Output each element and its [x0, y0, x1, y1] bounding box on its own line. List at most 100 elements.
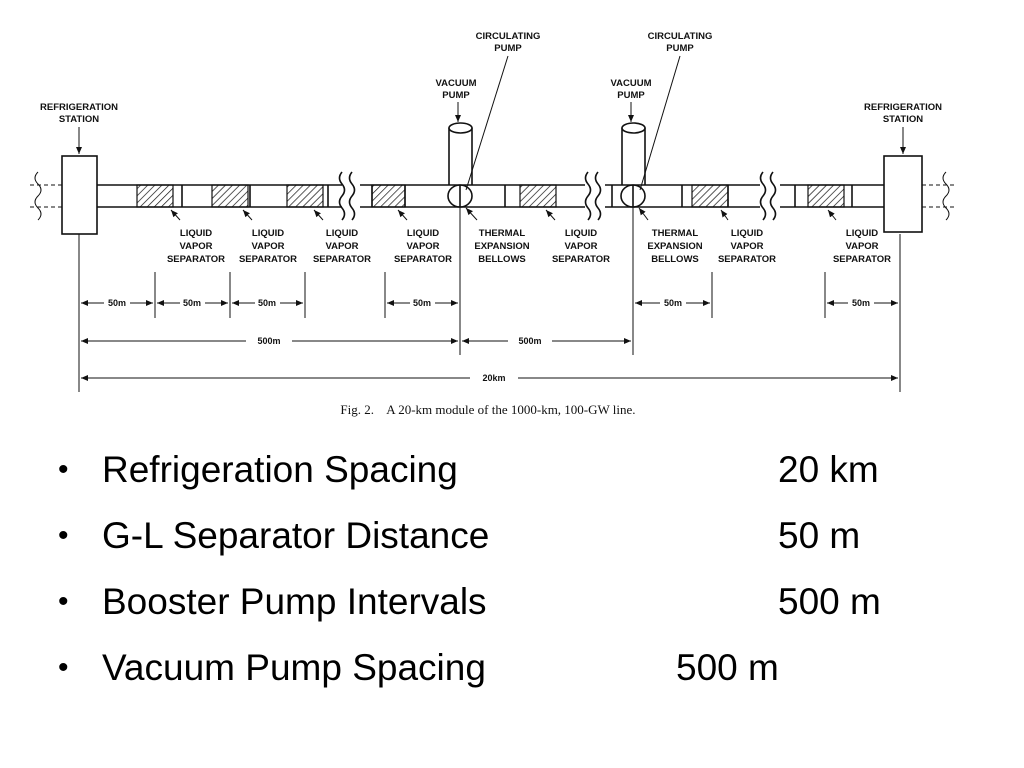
bellows-1 — [447, 184, 473, 208]
bullet-value: 50 m — [778, 515, 861, 556]
sep-2-l2: VAPOR — [251, 241, 284, 252]
bullet-label: Refrigeration Spacing — [102, 449, 458, 490]
dimension-50m-6: 50m — [827, 298, 898, 308]
sep-1-l3: SEPARATOR — [167, 254, 225, 265]
left-line-stubs — [30, 171, 62, 221]
teb-2-l1: THERMAL — [652, 228, 699, 239]
sep-1-l1: LIQUID — [180, 228, 212, 239]
circ-pump-1-line2: PUMP — [494, 43, 522, 54]
sep-4-l3: SEPARATOR — [394, 254, 452, 265]
right-line-stubs — [922, 171, 955, 221]
dimension-50m-2: 50m — [157, 298, 228, 308]
sep-5-l1: LIQUID — [565, 228, 597, 239]
bullet-icon: • — [58, 585, 69, 618]
dim-50m-2-text: 50m — [183, 298, 201, 308]
dimension-50m-1: 50m — [81, 298, 153, 308]
sep-1-l2: VAPOR — [179, 241, 212, 252]
list-item: • Refrigeration Spacing 20 km — [58, 443, 998, 509]
separator-2 — [211, 184, 249, 208]
dim-500m-1-text: 500m — [257, 336, 280, 346]
bellows-1-label: THERMAL EXPANSION BELLOWS — [465, 207, 530, 265]
bullet-value: 500 m — [778, 581, 881, 622]
dim-20km-text: 20km — [482, 373, 505, 383]
bullet-label: G-L Separator Distance — [102, 515, 490, 556]
bullet-label: Booster Pump Intervals — [102, 581, 487, 622]
separator-1 — [136, 184, 174, 208]
dimension-50m-3: 50m — [232, 298, 303, 308]
circ-pump-2-line1: CIRCULATING — [648, 31, 713, 42]
sep-3-l3: SEPARATOR — [313, 254, 371, 265]
station-left-line1: REFRIGERATION — [40, 102, 118, 113]
separator-7 — [807, 184, 845, 208]
sep-4-l1: LIQUID — [407, 228, 439, 239]
teb-2-l3: BELLOWS — [651, 254, 699, 265]
separator-6 — [691, 184, 729, 208]
separator-4-label: LIQUID VAPOR SEPARATOR — [394, 209, 452, 265]
circ-pump-1-leader — [465, 55, 509, 191]
extension-lines — [78, 207, 901, 392]
bullet-value: 20 km — [778, 449, 879, 490]
circ-pump-2-line2: PUMP — [666, 43, 694, 54]
spec-bullet-list: • Refrigeration Spacing 20 km • G-L Sepa… — [58, 443, 998, 707]
separator-3 — [286, 184, 324, 208]
vacuum-pump-1 — [448, 122, 473, 185]
sep-3-l1: LIQUID — [326, 228, 358, 239]
sep-6-l1: LIQUID — [731, 228, 763, 239]
dim-500m-2-text: 500m — [518, 336, 541, 346]
bullet-value: 500 m — [676, 647, 779, 688]
vacuum-pump-2-line1: VACUUM — [611, 78, 652, 89]
bullet-icon: • — [58, 519, 69, 552]
list-item: • G-L Separator Distance 50 m — [58, 509, 998, 575]
separator-1-label: LIQUID VAPOR SEPARATOR — [167, 209, 225, 265]
separator-4 — [371, 184, 406, 208]
sep-4-l2: VAPOR — [406, 241, 439, 252]
vacuum-pump-1-line2: PUMP — [442, 90, 470, 101]
sep-6-l3: SEPARATOR — [718, 254, 776, 265]
dimension-500m-2: 500m — [462, 336, 631, 346]
teb-1-l1: THERMAL — [479, 228, 526, 239]
dimension-500m-1: 500m — [81, 336, 458, 346]
vacuum-pump-2-line2: PUMP — [617, 90, 645, 101]
vacuum-pump-1-line1: VACUUM — [436, 78, 477, 89]
break-mark-1 — [338, 171, 356, 221]
pipe-segment-c — [605, 184, 760, 208]
sep-7-l1: LIQUID — [846, 228, 878, 239]
sep-5-l2: VAPOR — [564, 241, 597, 252]
bullet-label: Vacuum Pump Spacing — [102, 647, 486, 688]
dim-50m-6-text: 50m — [852, 298, 870, 308]
station-right-line1: REFRIGERATION — [864, 102, 942, 113]
teb-1-l2: EXPANSION — [474, 241, 529, 252]
refrigeration-station-right — [883, 155, 923, 233]
teb-1-l3: BELLOWS — [478, 254, 526, 265]
bullet-icon: • — [58, 651, 69, 684]
refrigeration-station-left — [61, 155, 98, 235]
dim-50m-5-text: 50m — [664, 298, 682, 308]
list-item: • Booster Pump Intervals 500 m — [58, 575, 998, 641]
break-mark-3 — [759, 171, 777, 221]
dimension-50m-5: 50m — [635, 298, 710, 308]
sep-2-l3: SEPARATOR — [239, 254, 297, 265]
sep-7-l3: SEPARATOR — [833, 254, 891, 265]
station-right-line2: STATION — [883, 114, 923, 125]
sep-6-l2: VAPOR — [730, 241, 763, 252]
dim-50m-3-text: 50m — [258, 298, 276, 308]
